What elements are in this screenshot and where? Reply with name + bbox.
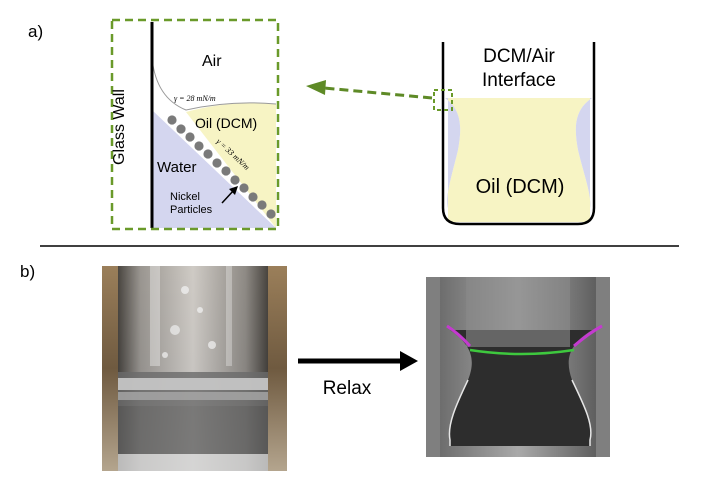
vial-diagram: DCM/Air Interface Oil (DCM) (433, 42, 596, 226)
air-label: Air (202, 53, 222, 70)
particles-label-line1: Nickel (170, 191, 200, 203)
photo-liquid (449, 330, 592, 446)
panel-b-label: b) (20, 262, 36, 281)
relax-arrow-head (400, 351, 418, 371)
zoom-box-border (110, 18, 280, 231)
photo-after (426, 277, 610, 457)
glass-wall-label: Glass Wall (111, 89, 128, 165)
water-region (152, 110, 276, 228)
contact-line-right (573, 324, 603, 348)
vial-oil-fill (445, 98, 592, 222)
zoom-arrow-line (323, 86, 433, 100)
particles-label-line2: Particles (170, 204, 213, 216)
interface-line (469, 348, 575, 356)
nickel-particles (167, 115, 276, 219)
photo-before (102, 266, 287, 471)
vial-water-right (575, 98, 592, 208)
gamma-top-label: γ = 28 mN/m (174, 94, 216, 103)
vial-zoom-marker (433, 89, 453, 111)
interface-label-line2: Interface (482, 70, 556, 91)
vial-oil-label: Oil (DCM) (476, 176, 565, 198)
contact-line-left (446, 324, 472, 348)
vial-water-left (445, 98, 461, 208)
zoom-arrow-head (306, 80, 326, 95)
zoom-oil-label: Oil (DCM) (195, 115, 257, 131)
panel-a-label: a) (28, 22, 44, 41)
relax-label: Relax (323, 378, 372, 399)
meniscus-curve (151, 57, 277, 111)
vial-glass (441, 42, 596, 226)
zoom-box: Glass Wall Air γ = 28 mN/m Oil (DCM) Wat… (110, 18, 280, 231)
particle-pointer-line (221, 189, 235, 204)
interface-label-line1: DCM/Air (483, 46, 555, 67)
particle-pointer-head (229, 186, 238, 195)
water-label: Water (157, 159, 196, 176)
